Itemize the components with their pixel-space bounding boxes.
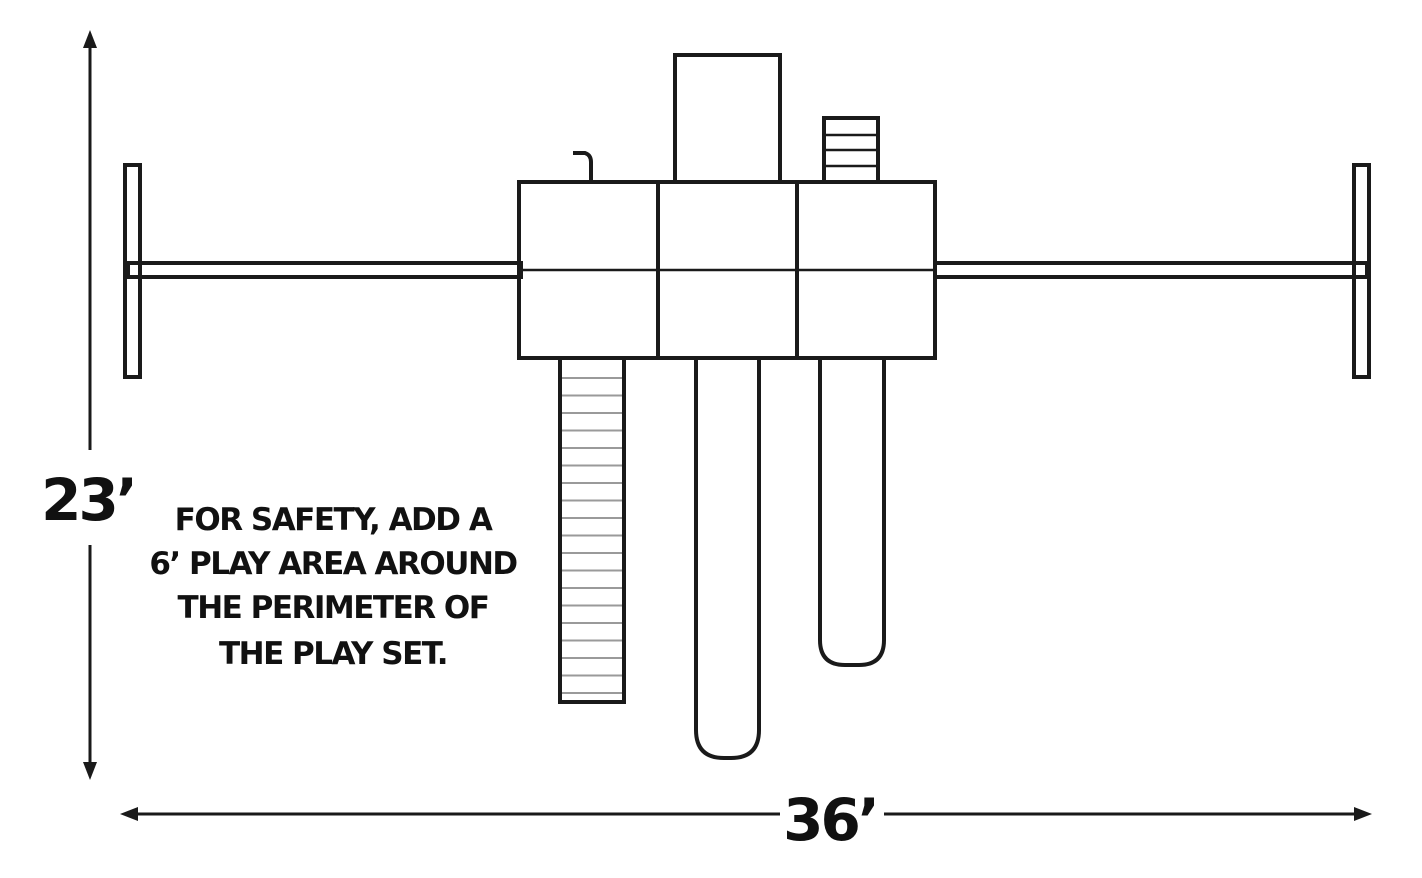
height-label: 23’ <box>41 466 135 534</box>
height-dimension: 23’ <box>41 30 138 780</box>
arrow-down-icon <box>83 762 97 780</box>
width-dimension: 36’ <box>120 786 1372 854</box>
arrow-left-icon <box>120 807 138 821</box>
safety-note-line: THE PLAY SET. <box>219 636 447 672</box>
long-slide <box>694 358 761 760</box>
front-ladder-frame <box>558 356 626 704</box>
swing-beam-left <box>126 261 523 279</box>
back-ladder <box>822 116 880 184</box>
rear-tower <box>673 53 782 184</box>
a-frame-right <box>1352 163 1371 379</box>
safety-note-line: 6’ PLAY AREA AROUND <box>149 546 517 582</box>
a-frame-left <box>123 163 142 379</box>
telescope-hook <box>573 151 593 180</box>
safety-note-line: THE PERIMETER OF <box>178 590 489 626</box>
safety-note-line: FOR SAFETY, ADD A <box>175 502 493 538</box>
front-ladder <box>558 356 626 704</box>
swing-beam-right <box>933 261 1369 279</box>
short-slide <box>818 358 886 667</box>
safety-note: FOR SAFETY, ADD A 6’ PLAY AREA AROUND TH… <box>149 502 519 672</box>
width-label: 36’ <box>783 786 877 854</box>
arrow-right-icon <box>1354 807 1372 821</box>
main-deck <box>517 180 937 360</box>
arrow-up-icon <box>83 30 97 48</box>
